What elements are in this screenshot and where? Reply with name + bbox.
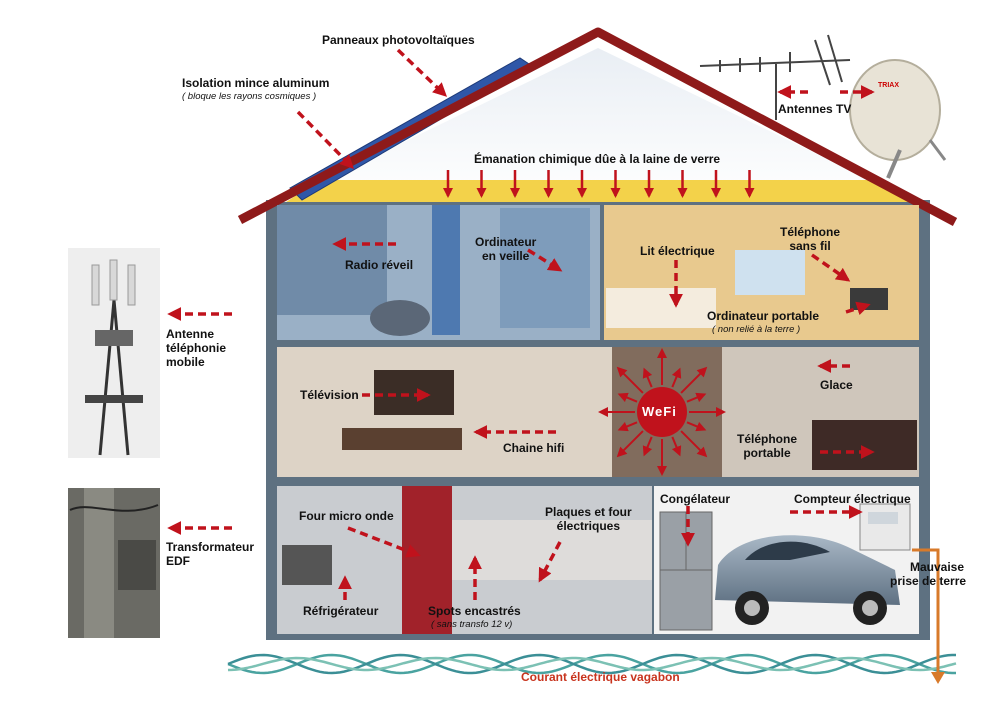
- wifi-ray: [671, 436, 682, 457]
- coffee-table: [342, 428, 462, 450]
- tv-cabinet: [374, 370, 454, 415]
- electric-meter: [859, 503, 911, 551]
- label-spots-note: ( sans transfo 12 v): [431, 619, 513, 630]
- tv-antenna: [699, 34, 851, 120]
- bed: [606, 288, 716, 328]
- oven: [282, 545, 332, 585]
- wifi-ray: [680, 366, 708, 394]
- window: [735, 250, 805, 295]
- label-insulation-note: ( bloque les rayons cosmiques ): [182, 91, 317, 102]
- label-radio-alarm: Radio réveil: [345, 258, 414, 272]
- sofa: [812, 420, 917, 470]
- attic: [280, 48, 916, 202]
- fiberglass-arrows: [443, 170, 755, 198]
- label-hifi: Chaine hifi: [503, 441, 565, 455]
- insulation-band: [286, 180, 910, 202]
- label-laptop-note: ( non relié à la terre ): [712, 324, 801, 335]
- dish-brand: TRIAX: [878, 82, 899, 89]
- label-mirror: Glace: [820, 378, 853, 392]
- ground-wire: [912, 548, 940, 680]
- bean-bag: [370, 300, 430, 336]
- label-fridge: Réfrigérateur: [303, 604, 379, 618]
- label-solar-panels: Panneaux photovoltaïques: [322, 33, 475, 47]
- label-meter: Compteur électrique: [794, 492, 911, 506]
- wifi-ray: [642, 436, 653, 457]
- mobile-antenna-tower: [68, 248, 160, 458]
- red-cabinets: [402, 486, 452, 634]
- label-microwave: Four micro onde: [299, 509, 394, 523]
- label-wifi: WeFi: [642, 404, 677, 419]
- label-fiberglass: Émanation chimique dûe à la laine de ver…: [474, 152, 721, 166]
- label-freezer: Congélateur: [660, 492, 731, 506]
- label-laptop: Ordinateur portable: [707, 309, 820, 323]
- emission-arrows: [167, 48, 875, 600]
- roof: [237, 27, 958, 226]
- wifi-ray: [616, 430, 644, 458]
- label-insulation: Isolation mince aluminum: [182, 76, 330, 90]
- label-tv-antennas: Antennes TV: [778, 102, 852, 116]
- wifi-burst: [598, 348, 726, 476]
- wifi-ray: [686, 421, 707, 432]
- wifi-ray: [617, 421, 638, 432]
- wifi-ray: [617, 392, 638, 403]
- wifi-ray: [680, 430, 708, 458]
- curtain: [432, 205, 460, 335]
- wifi-ray: [671, 367, 682, 388]
- stray-current-waves: [227, 653, 957, 675]
- label-television: Télévision: [300, 388, 359, 402]
- label-electric-bed: Lit électrique: [640, 244, 715, 258]
- label-stray-current: Courant électrique vagabon: [521, 670, 680, 684]
- satellite-dish: [849, 59, 947, 179]
- laptop: [850, 288, 888, 310]
- label-spots: Spots encastrés: [428, 604, 521, 618]
- transformer-pole: [68, 488, 160, 638]
- wifi-ray: [686, 392, 707, 403]
- wifi-ray: [616, 366, 644, 394]
- wifi-ray: [642, 367, 653, 388]
